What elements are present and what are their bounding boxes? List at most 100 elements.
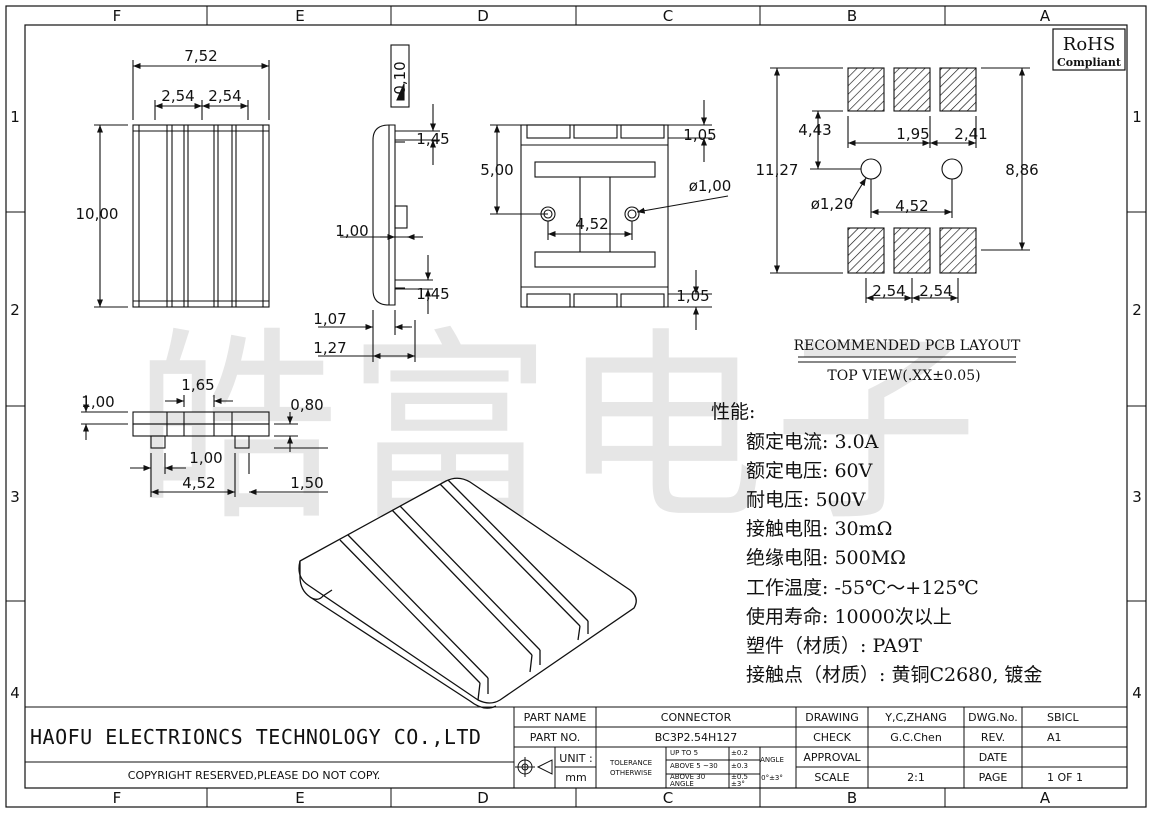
zone-col-top: A <box>1040 7 1051 25</box>
end-view <box>81 395 328 497</box>
spec-item: 接触点（材质）: 黄铜C2680, 镀金 <box>746 664 1042 686</box>
dim-end-165: 1,65 <box>181 376 214 394</box>
dim-side-100: 1,00 <box>335 222 368 240</box>
tol-row2-val: ±0.3 <box>731 762 748 770</box>
dim-end-080: 0,80 <box>290 396 323 414</box>
dim-side-145-top: 1,45 <box>416 130 449 148</box>
dim-front-width: 7,52 <box>184 47 217 65</box>
zone-row-left: 3 <box>10 488 20 506</box>
dim-pcb-hole: ø1,20 <box>811 195 854 213</box>
dim-bottom-105-bot: 1,05 <box>676 287 709 305</box>
zone-col-bottom: E <box>295 789 304 807</box>
dwg-label: DWG.No. <box>968 711 1018 724</box>
unit-value: mm <box>565 771 586 784</box>
spec-item: 接触电阻: 30mΩ <box>746 518 892 540</box>
dim-side-127: 1,27 <box>313 339 346 357</box>
dim-side-145-bot: 1,45 <box>416 285 449 303</box>
spec-item: 使用寿命: 10000次以上 <box>746 606 952 628</box>
page-label: PAGE <box>979 771 1008 784</box>
angle-value: 0°±3° <box>761 774 783 782</box>
date-label: DATE <box>979 751 1008 764</box>
check-value: G.C.Chen <box>890 731 942 744</box>
dim-bottom-500: 5,00 <box>480 161 513 179</box>
zone-row-right: 4 <box>1132 684 1142 702</box>
dim-side-thickness: 0,10 <box>391 61 409 94</box>
tol-angle-val: ±3° <box>731 780 745 788</box>
drawing-frame <box>5 5 1147 808</box>
part-no-label: PART NO. <box>530 731 580 744</box>
zone-row-right: 3 <box>1132 488 1142 506</box>
tol-row3: ABOVE 30 <box>670 773 705 781</box>
zone-row-left: 2 <box>10 301 20 319</box>
dim-end-100b: 1,00 <box>189 449 222 467</box>
dwg-value: SBICL <box>1047 711 1079 724</box>
pcb-caption-subtitle: TOP VIEW(.XX±0.05) <box>827 368 980 384</box>
drawing-label: DRAWING <box>805 711 858 724</box>
zone-col-bottom: F <box>113 789 122 807</box>
spec-item: 工作温度: -55℃～+125℃ <box>746 577 979 599</box>
zone-row-right: 1 <box>1132 108 1142 126</box>
check-label: CHECK <box>813 731 852 744</box>
dim-bottom-452: 4,52 <box>575 215 608 233</box>
title-block-text: HAOFU ELECTRIONCS TECHNOLOGY CO.,LTD COP… <box>30 711 1083 788</box>
pcb-caption-title: RECOMMENDED PCB LAYOUT <box>794 338 1021 354</box>
dim-front-pitch: 2,54 <box>208 87 241 105</box>
tol-row1-val: ±0.2 <box>731 749 748 757</box>
dim-pcb-195: 1,95 <box>896 125 929 143</box>
zone-col-bottom: C <box>663 789 673 807</box>
spec-item: 额定电流: 3.0A <box>746 431 879 453</box>
otherwise-label: OTHERWISE <box>610 769 652 777</box>
part-no-value: BC3P2.54H127 <box>655 731 737 744</box>
watermark-text: 皓富电子 <box>134 311 986 549</box>
dim-bottom-105-top: 1,05 <box>683 126 716 144</box>
front-view <box>94 60 270 308</box>
company-name: HAOFU ELECTRIONCS TECHNOLOGY CO.,LTD <box>30 725 481 749</box>
copyright-text: COPYRIGHT RESERVED,PLEASE DO NOT COPY. <box>128 769 380 782</box>
drawing-value: Y,C,ZHANG <box>884 711 946 724</box>
page-value: 1 OF 1 <box>1047 771 1083 784</box>
zone-row-right: 2 <box>1132 301 1142 319</box>
spec-item: 绝缘电阻: 500MΩ <box>746 547 906 569</box>
dim-pcb-452: 4,52 <box>895 197 928 215</box>
zone-col-top: B <box>847 7 857 25</box>
rohs-stamp: RoHS Compliant <box>1052 28 1126 71</box>
tol-row2: ABOVE 5 ~30 <box>670 762 718 770</box>
rev-value: A1 <box>1047 731 1062 744</box>
unit-label: UNIT : <box>559 752 592 765</box>
dim-end-100: 1,00 <box>81 393 114 411</box>
part-name-label: PART NAME <box>524 711 587 724</box>
dim-end-150: 1,50 <box>290 474 323 492</box>
pcb-layout-view <box>770 67 1030 303</box>
dim-pcb-443: 4,43 <box>798 121 831 139</box>
bottom-view <box>490 100 729 330</box>
zone-col-top: F <box>113 7 122 25</box>
dim-pcb-886: 8,86 <box>1005 161 1038 179</box>
rohs-title: RoHS <box>1063 34 1115 55</box>
title-block <box>25 706 1127 788</box>
dim-front-pitch: 2,54 <box>161 87 194 105</box>
spec-item: 塑件（材质）: PA9T <box>746 635 922 657</box>
dim-side-107: 1,07 <box>313 310 346 328</box>
part-name-value: CONNECTOR <box>661 711 732 724</box>
zone-row-left: 1 <box>10 108 20 126</box>
tol-row1: UP TO 5 <box>670 749 698 757</box>
dim-front-height: 10,00 <box>76 205 119 223</box>
tol-row3-val: ±0.5 <box>731 773 748 781</box>
tol-angle-row: ANGLE <box>670 780 694 788</box>
spec-item: 额定电压: 60V <box>746 460 873 482</box>
tolerance-label: TOLERANCE <box>609 759 652 767</box>
zone-col-bottom: D <box>477 789 489 807</box>
zone-col-bottom: B <box>847 789 857 807</box>
scale-value: 2:1 <box>907 771 925 784</box>
zone-col-top: C <box>663 7 673 25</box>
zone-col-bottom: A <box>1040 789 1051 807</box>
side-view <box>318 44 440 362</box>
dim-pcb-pitch: 2,54 <box>919 282 952 300</box>
rohs-subtitle: Compliant <box>1057 56 1122 69</box>
zone-labels: F E D C B A F E D C B A 1 2 3 4 1 2 3 4 <box>10 7 1142 807</box>
dim-pcb-pitch: 2,54 <box>872 282 905 300</box>
angle-label: ANGLE <box>760 756 784 764</box>
specs-heading: 性能: <box>711 401 755 423</box>
approval-label: APPROVAL <box>803 751 861 764</box>
